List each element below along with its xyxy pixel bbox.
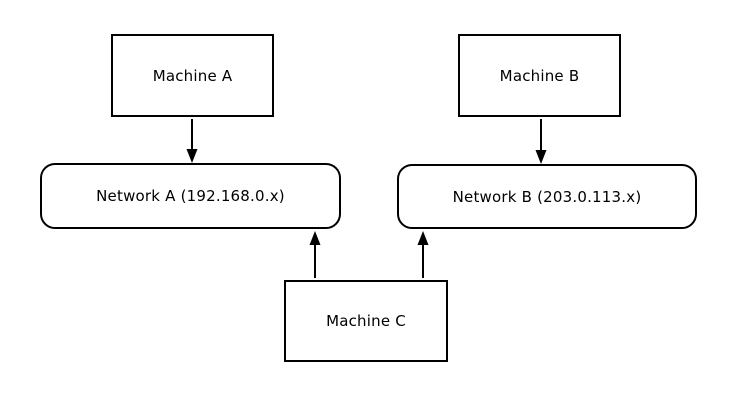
node-machine-a-label: Machine A (152, 66, 233, 85)
edge-machine-c-to-network-a-arrowhead (309, 231, 321, 245)
node-network-a-label: Network A (192.168.0.x) (96, 187, 285, 205)
node-network-b: Network B (203.0.113.x) (397, 164, 697, 229)
edge-machine-b-to-network-b-arrowhead (535, 150, 547, 164)
node-network-b-label: Network B (203.0.113.x) (452, 187, 642, 206)
node-machine-c-label: Machine C (326, 312, 406, 330)
node-network-a: Network A (192.168.0.x) (40, 163, 341, 229)
edge-machine-c-to-network-b-arrowhead (417, 231, 429, 245)
node-machine-b: Machine B (458, 34, 621, 117)
node-machine-c: Machine C (284, 280, 448, 362)
node-machine-b-label: Machine B (499, 66, 580, 85)
node-machine-a: Machine A (111, 34, 274, 117)
edge-machine-a-to-network-a-arrowhead (186, 149, 198, 163)
